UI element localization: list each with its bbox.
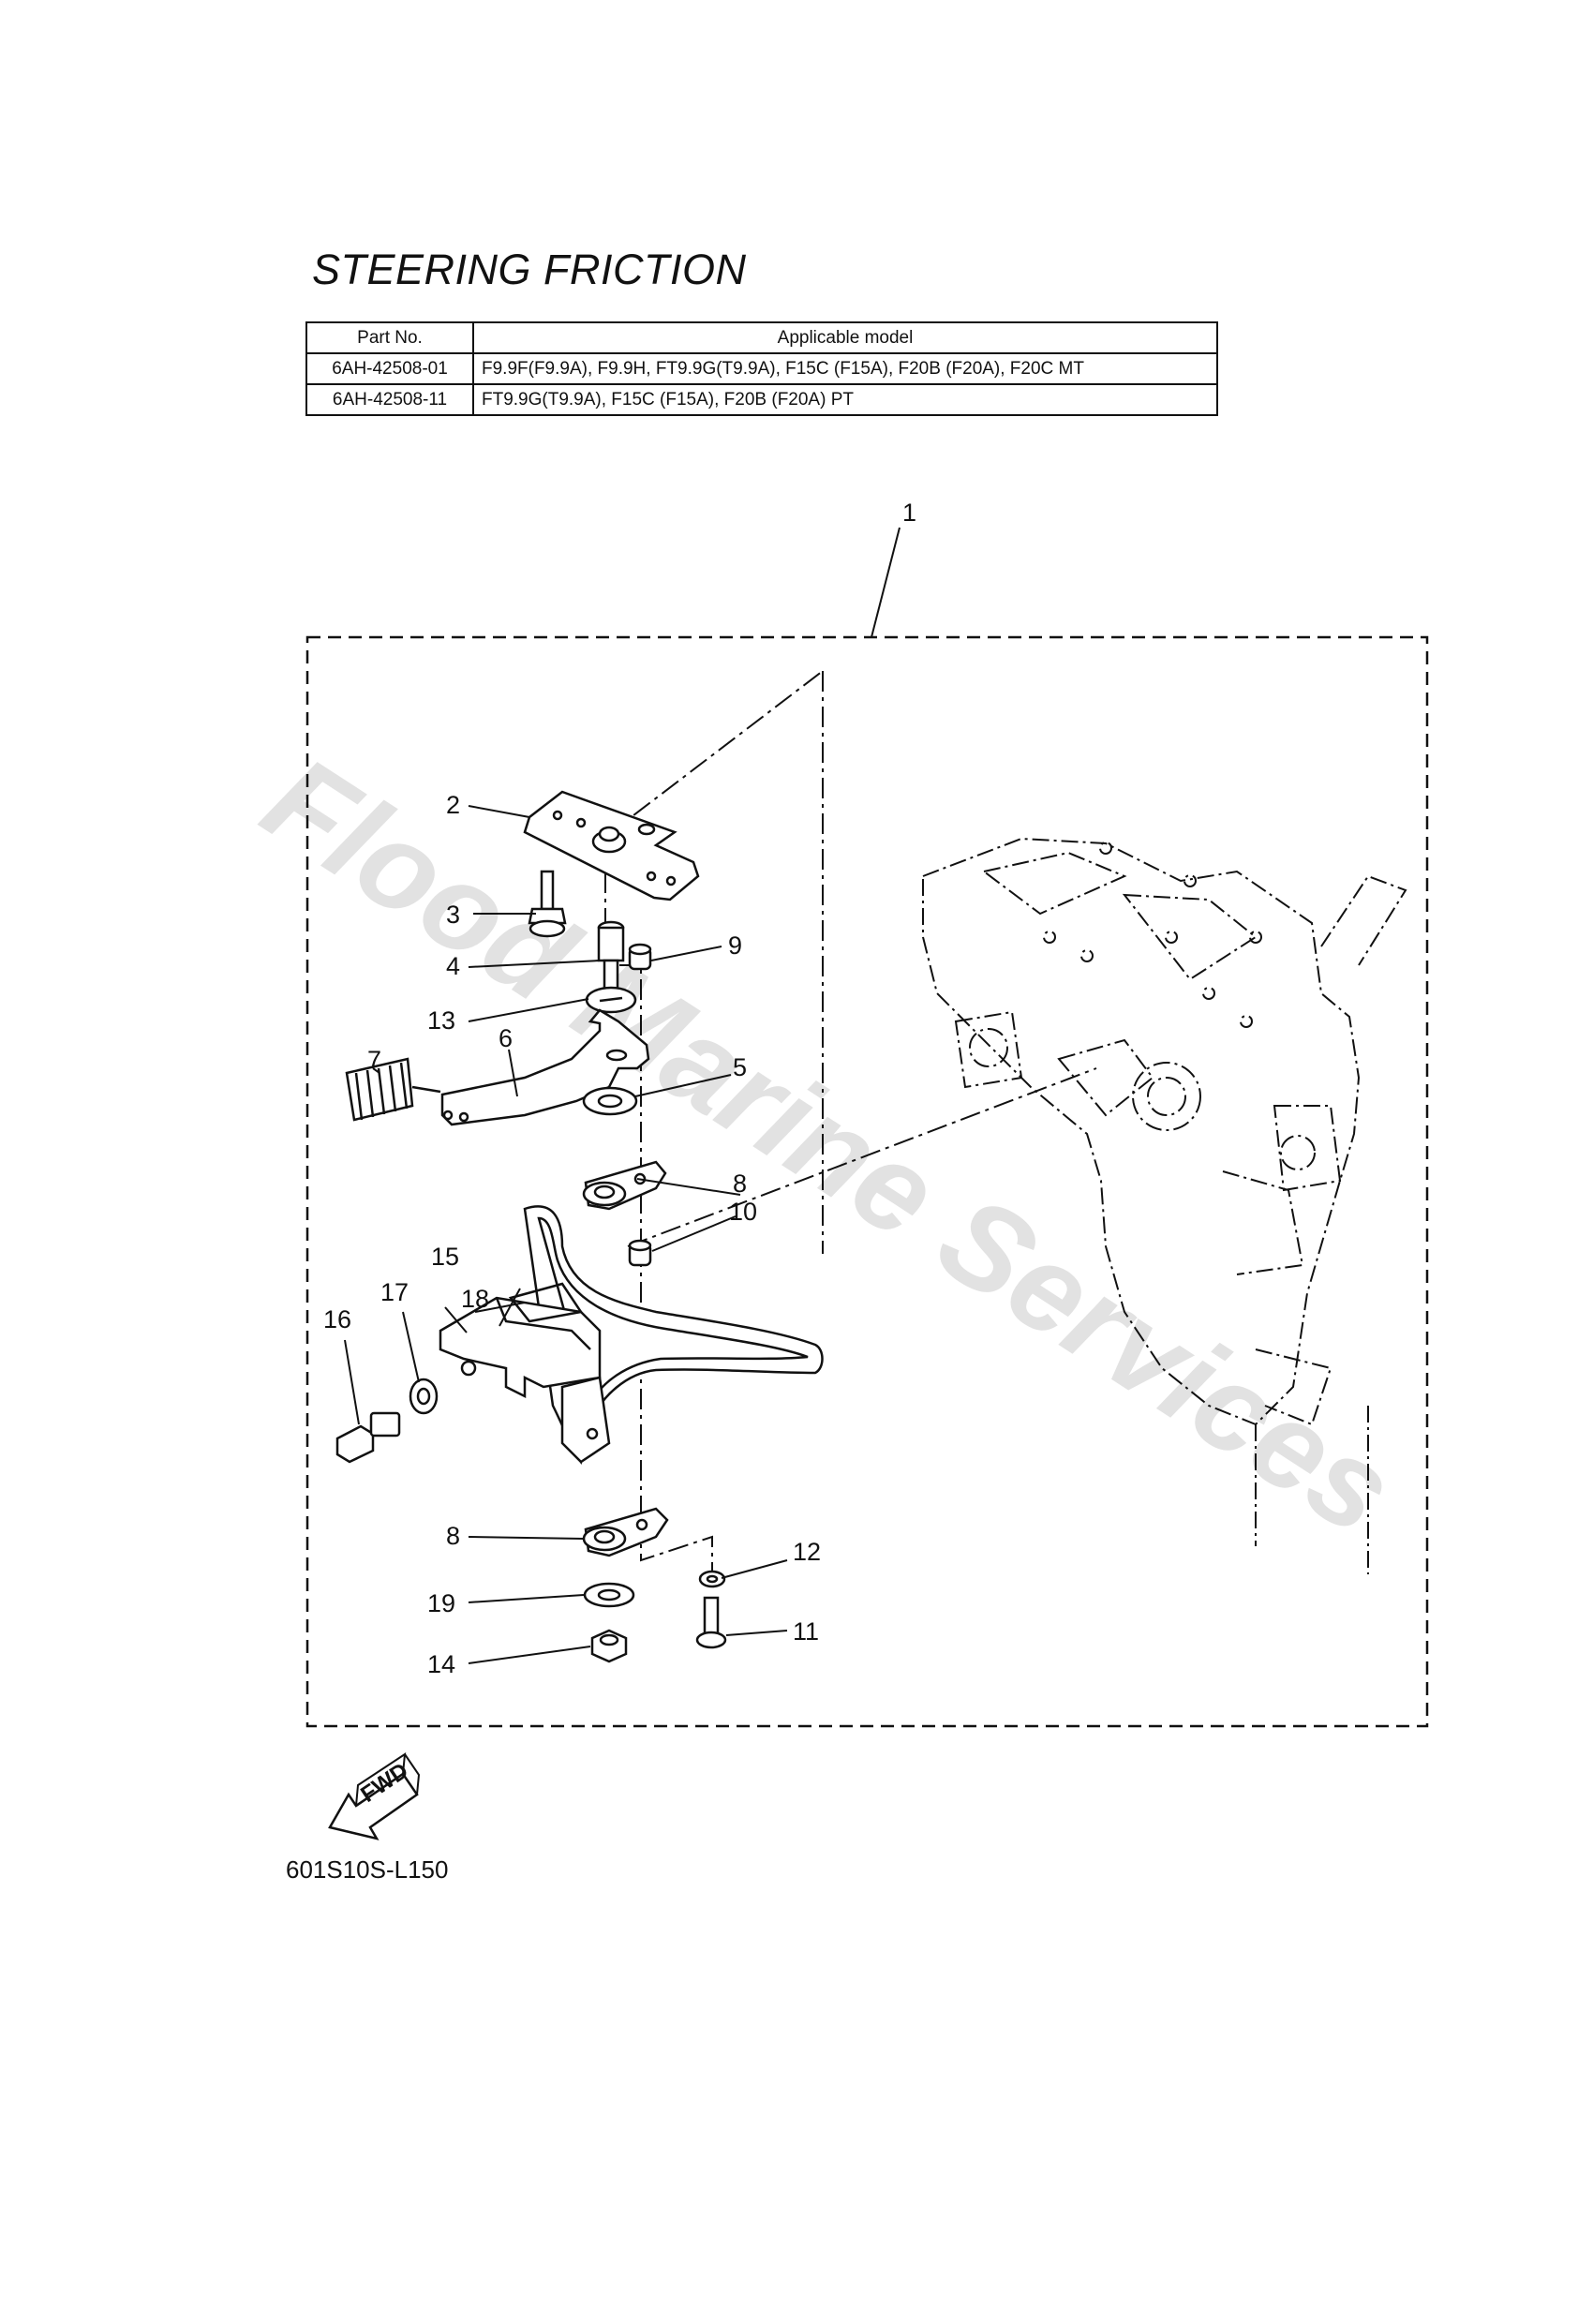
callout-11: 11 bbox=[793, 1617, 819, 1646]
callout-7: 7 bbox=[367, 1046, 381, 1074]
callout-12: 12 bbox=[793, 1538, 821, 1566]
model-cell: FT9.9G(T9.9A), F15C (F15A), F20B (F20A) … bbox=[472, 383, 1218, 416]
washer-part bbox=[582, 1086, 638, 1116]
table-row: 6AH-42508-01 F9.9F(F9.9A), F9.9H, FT9.9G… bbox=[305, 352, 1218, 385]
bushing-upper-part bbox=[582, 1160, 667, 1211]
callout-9: 9 bbox=[728, 931, 742, 960]
callout-6: 6 bbox=[499, 1024, 513, 1052]
model-cell: F9.9F(F9.9A), F9.9H, FT9.9G(T9.9A), F15C… bbox=[472, 352, 1218, 385]
callout-3: 3 bbox=[446, 901, 460, 929]
clamp-bracket-outline bbox=[922, 837, 1407, 1574]
forward-arrow-icon: FWD bbox=[328, 1752, 421, 1840]
header-part-no: Part No. bbox=[305, 321, 474, 354]
bushing-lower-part bbox=[582, 1507, 669, 1557]
washer-small-part bbox=[409, 1378, 439, 1415]
spring-washer-part bbox=[698, 1570, 726, 1588]
collar-part bbox=[628, 943, 652, 971]
bolt-part bbox=[528, 870, 567, 938]
diagram-code: 601S10S-L150 bbox=[286, 1855, 449, 1884]
construction-lines bbox=[604, 670, 1097, 1574]
leader-1 bbox=[871, 527, 901, 638]
screw-part bbox=[695, 1596, 727, 1649]
callout-16: 16 bbox=[323, 1305, 351, 1333]
friction-lever-part bbox=[440, 1008, 650, 1126]
page-title: STEERING FRICTION bbox=[312, 246, 747, 293]
grip-part bbox=[345, 1057, 441, 1122]
part-no-cell: 6AH-42508-11 bbox=[305, 383, 474, 416]
header-applicable-model: Applicable model bbox=[472, 321, 1218, 354]
callout-17: 17 bbox=[380, 1278, 409, 1306]
callout-1: 1 bbox=[902, 499, 916, 527]
friction-plate-part bbox=[523, 790, 700, 901]
callout-8-upper: 8 bbox=[733, 1169, 747, 1198]
table-row: 6AH-42508-11 FT9.9G(T9.9A), F15C (F15A),… bbox=[305, 383, 1218, 416]
callout-4: 4 bbox=[446, 952, 460, 980]
callout-18: 18 bbox=[461, 1285, 489, 1313]
callout-14: 14 bbox=[427, 1650, 455, 1678]
callout-15: 15 bbox=[431, 1243, 459, 1271]
assembly-boundary bbox=[305, 635, 1429, 1728]
sleeve-part bbox=[628, 1239, 652, 1267]
table-header-row: Part No. Applicable model bbox=[305, 321, 1218, 354]
callout-13: 13 bbox=[427, 1006, 455, 1035]
callout-19: 19 bbox=[427, 1589, 455, 1617]
callout-8-lower: 8 bbox=[446, 1522, 460, 1550]
nut-part bbox=[590, 1629, 628, 1663]
flat-washer-part bbox=[583, 1582, 635, 1608]
callout-2: 2 bbox=[446, 791, 460, 819]
stud-part bbox=[597, 920, 625, 991]
watermark-text: Flood Marine Services bbox=[241, 730, 1417, 1560]
friction-bracket-part bbox=[439, 1205, 824, 1466]
leader-lines bbox=[344, 805, 788, 1664]
part-no-cell: 6AH-42508-01 bbox=[305, 352, 474, 385]
applicable-model-table: Part No. Applicable model 6AH-42508-01 F… bbox=[305, 321, 1218, 416]
callout-5: 5 bbox=[733, 1053, 747, 1081]
hex-bolt-part bbox=[335, 1411, 401, 1464]
plate-washer-part bbox=[585, 986, 637, 1014]
callout-10: 10 bbox=[729, 1198, 757, 1226]
